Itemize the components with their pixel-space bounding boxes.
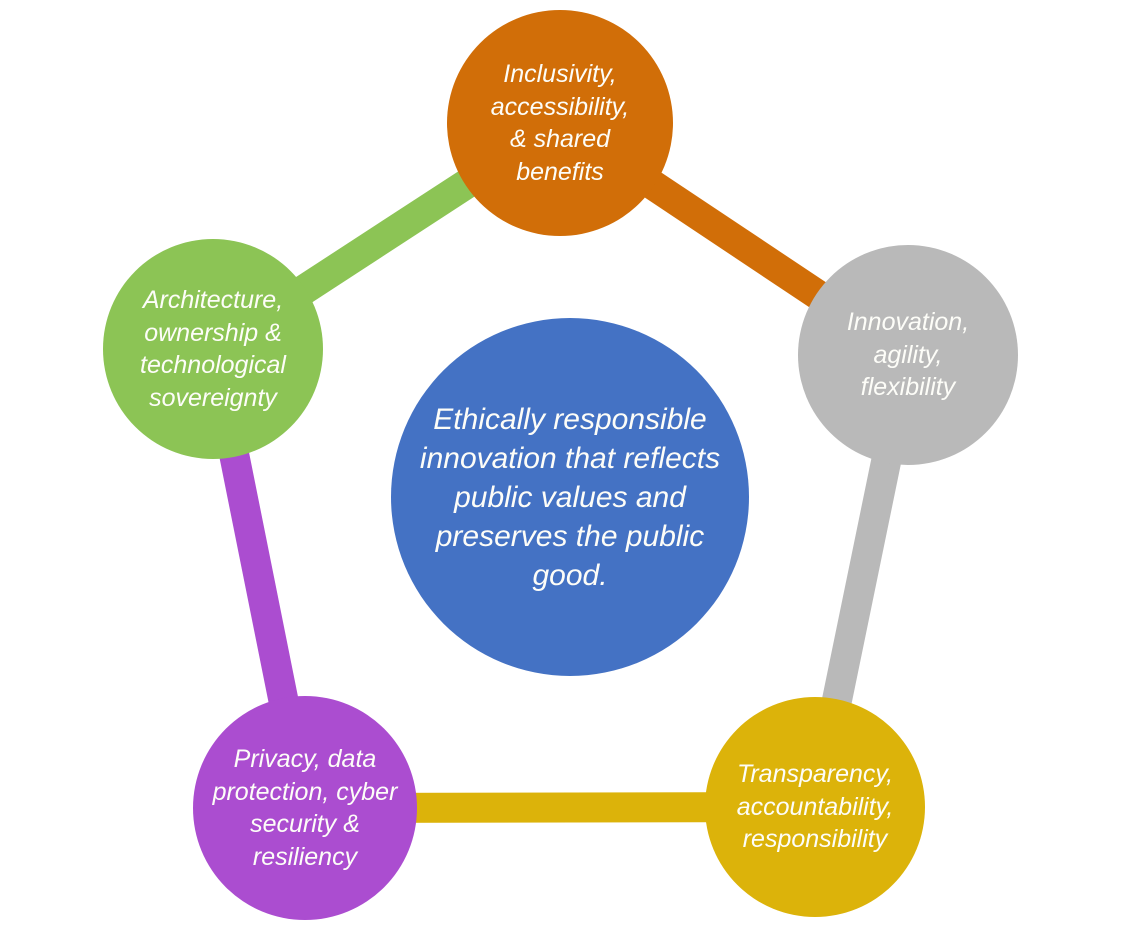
node-circle-architecture <box>103 239 323 459</box>
node-circle-innovation <box>798 245 1018 465</box>
node-circle-inclusivity <box>447 10 673 236</box>
center-circle <box>391 318 749 676</box>
node-circle-privacy <box>193 696 417 920</box>
node-circle-transparency <box>705 697 925 917</box>
